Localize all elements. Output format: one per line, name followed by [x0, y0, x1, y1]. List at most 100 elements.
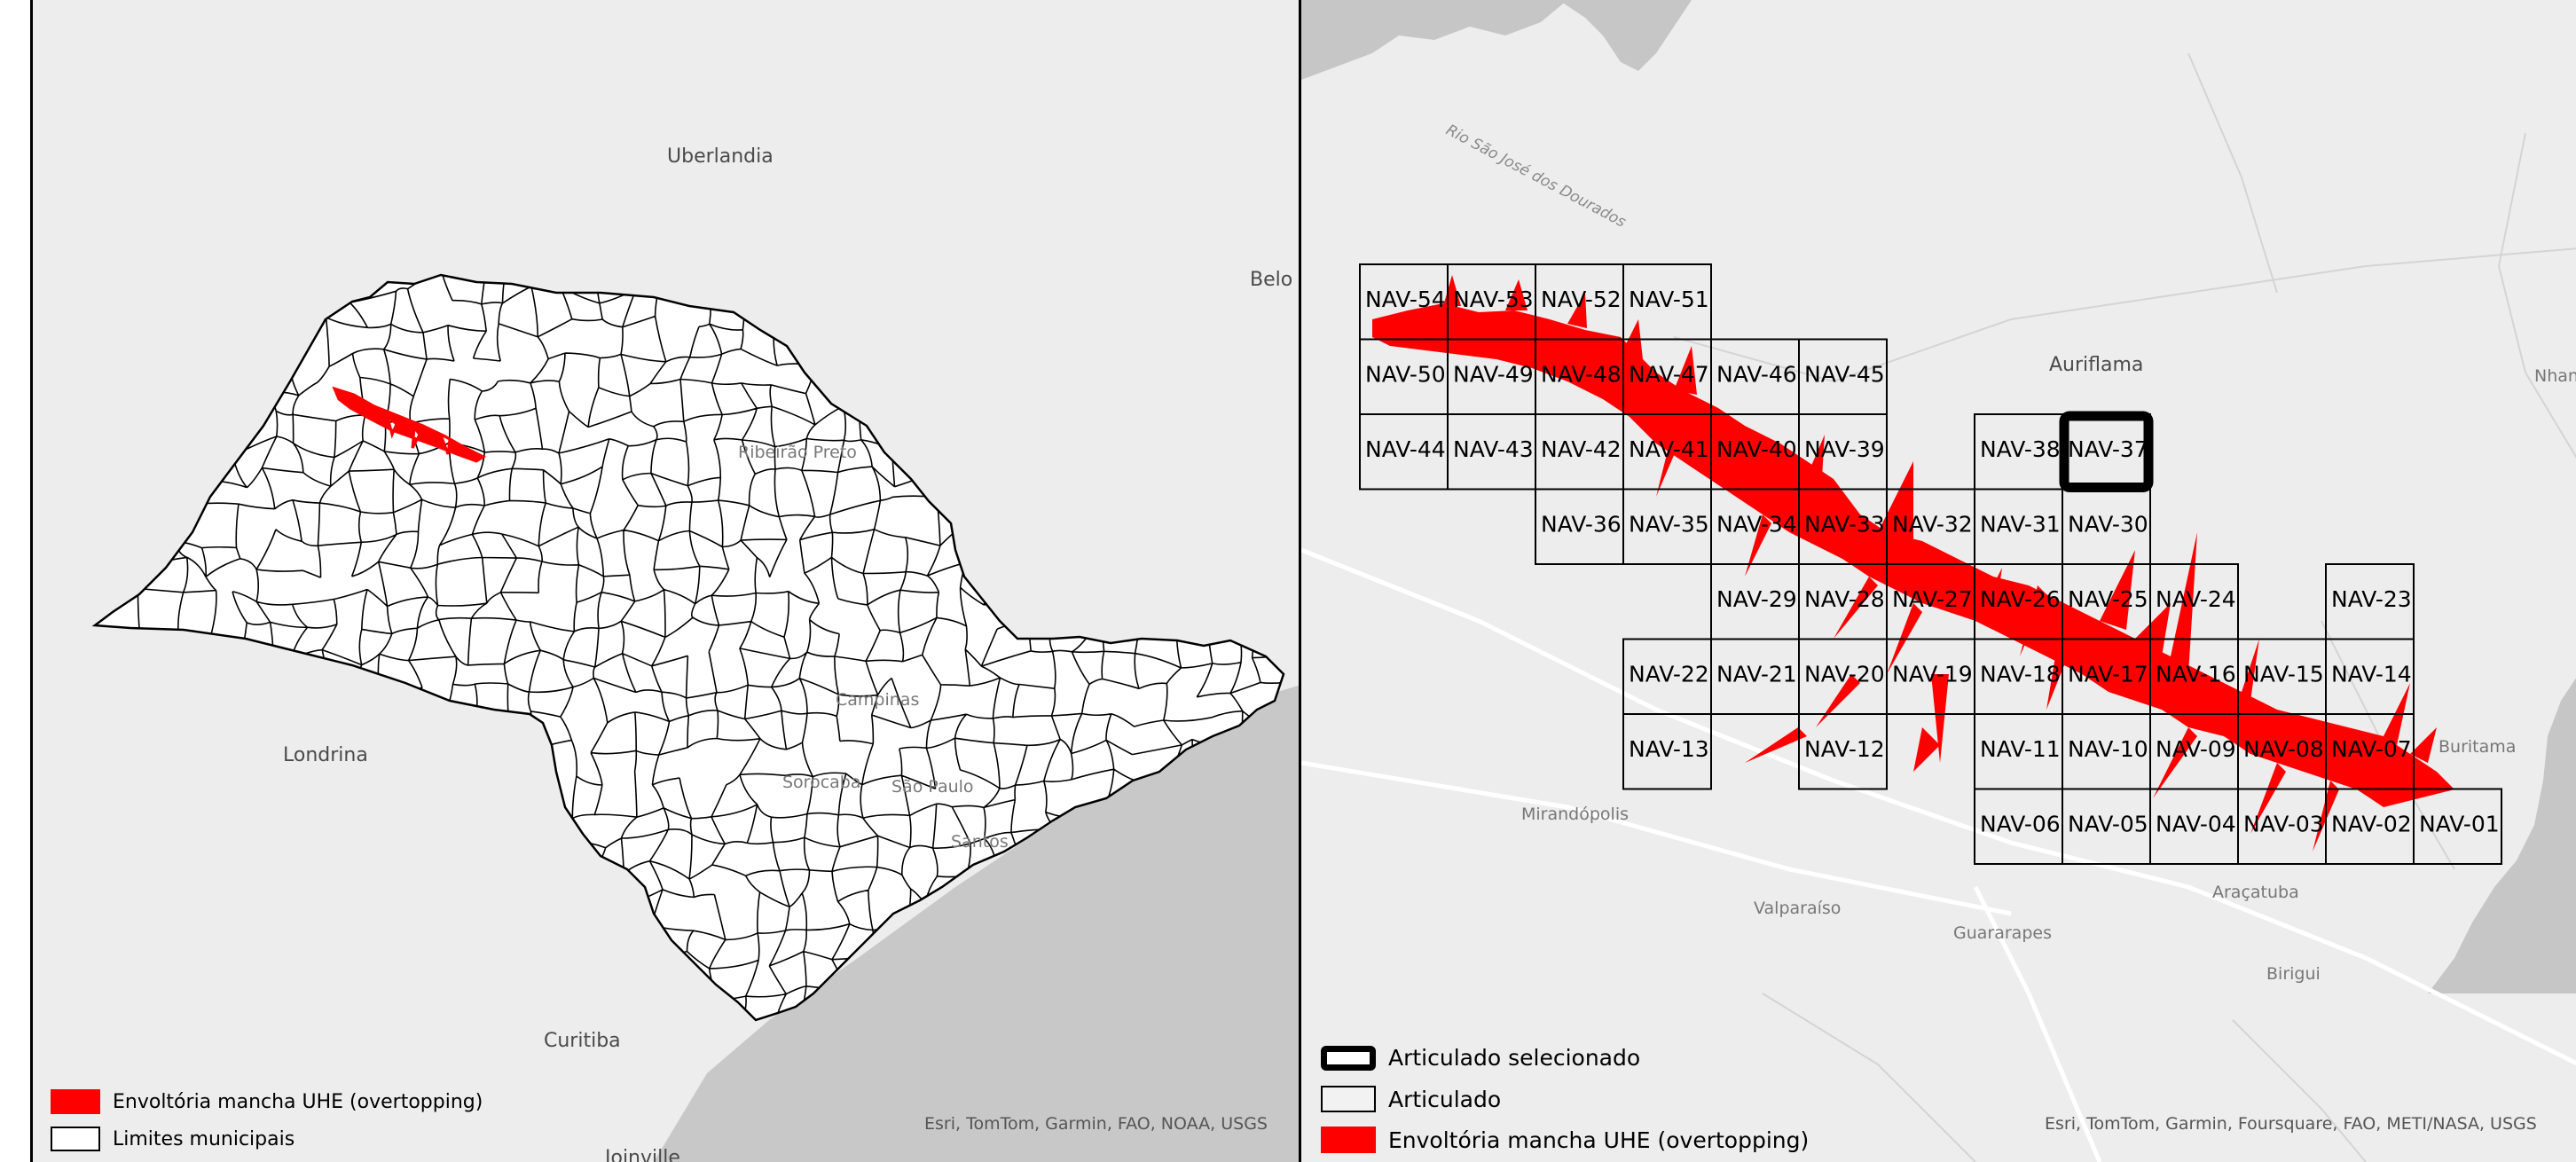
- tile-label: NAV-43: [1453, 436, 1534, 462]
- legend-swatch-tile: [1321, 1086, 1376, 1112]
- tile-label: NAV-10: [2068, 736, 2148, 762]
- tile-nav-23[interactable]: [2325, 563, 2415, 640]
- tile-label: NAV-13: [1629, 736, 1709, 762]
- city-label-joinville: Joinville: [603, 1147, 680, 1162]
- locator-map[interactable]: Uberlandia Ribeirão Preto Londrina Campi…: [30, 0, 1304, 1162]
- tile-label: NAV-12: [1804, 736, 1885, 762]
- tile-label: NAV-06: [1980, 812, 2061, 837]
- tile-nav-54[interactable]: [1359, 263, 1449, 341]
- tile-label: NAV-07: [2331, 736, 2412, 762]
- tile-label: NAV-09: [2156, 736, 2236, 762]
- legend-label: Envoltória mancha UHE (overtopping): [113, 1090, 483, 1113]
- tile-label: NAV-53: [1453, 287, 1534, 312]
- tile-label: NAV-39: [1804, 436, 1885, 462]
- ocean: [654, 684, 1301, 1162]
- tile-label: NAV-40: [1716, 436, 1797, 462]
- tile-label: NAV-54: [1365, 287, 1446, 312]
- tile-label: NAV-44: [1365, 436, 1446, 462]
- tile-label: NAV-33: [1804, 512, 1885, 538]
- reservoir-footprint: [332, 386, 487, 463]
- tile-label: NAV-51: [1629, 287, 1709, 312]
- legend-item-selected-tile: Articulado selecionado: [1321, 1045, 1640, 1071]
- tile-label: NAV-19: [1892, 662, 1973, 687]
- tile-label: NAV-28: [1804, 586, 1885, 612]
- city-label-ribeirao-preto: Ribeirão Preto: [738, 443, 857, 462]
- river-water-east: [2428, 678, 2576, 993]
- tile-label: NAV-26: [1980, 586, 2061, 612]
- city-label-uberlandia: Uberlandia: [667, 145, 774, 168]
- tile-label: NAV-29: [1716, 586, 1797, 612]
- legend-swatch-municipal: [51, 1127, 100, 1151]
- tile-label: NAV-41: [1629, 436, 1709, 462]
- legend-item-tile: Articulado: [1321, 1086, 1501, 1112]
- tile-index-map[interactable]: NAV-01 NAV-02 NAV-03 NAV-04 NAV-05 NAV-06 NAV-…: [1299, 0, 2576, 1162]
- tile-label: NAV-30: [2068, 512, 2148, 538]
- city-label-campinas: Campinas: [836, 690, 919, 710]
- tile-label: NAV-11: [1980, 736, 2061, 762]
- legend-swatch-selected: [1321, 1045, 1376, 1071]
- tile-label: NAV-14: [2331, 662, 2412, 687]
- city-label-aracatuba: Araçatuba: [2212, 883, 2299, 902]
- city-label-curitiba: Curitiba: [544, 1030, 621, 1052]
- legend-item-municipal: Limites municipais: [51, 1127, 295, 1151]
- basemap-attribution: Esri, TomTom, Garmin, FAO, NOAA, USGS: [924, 1114, 1268, 1134]
- tile-label: NAV-42: [1541, 436, 1622, 462]
- legend-label: Articulado selecionado: [1388, 1045, 1641, 1071]
- tile-label: NAV-05: [2068, 812, 2148, 837]
- tile-label: NAV-50: [1365, 362, 1446, 388]
- legend-label: Articulado: [1388, 1086, 1502, 1112]
- roads: [1301, 547, 2576, 1162]
- tile-label: NAV-18: [1980, 662, 2061, 687]
- tile-label: NAV-35: [1629, 512, 1709, 538]
- legend-item-reservoir: Envoltória mancha UHE (overtopping): [51, 1089, 483, 1114]
- city-label-mirandopolis: Mirandópolis: [1521, 805, 1629, 824]
- tile-label: NAV-47: [1629, 362, 1709, 388]
- tile-label: NAV-08: [2243, 736, 2324, 762]
- tile-label: NAV-02: [2331, 812, 2412, 837]
- tile-label: NAV-32: [1892, 512, 1973, 538]
- city-label-sao-paulo: São Paulo: [891, 777, 974, 797]
- legend-item-reservoir: Envoltória mancha UHE (overtopping): [1321, 1127, 1809, 1153]
- legend-swatch-reservoir: [51, 1089, 100, 1114]
- city-label-nhandeara: Nhandeara: [2534, 366, 2576, 386]
- tile-label: NAV-52: [1541, 287, 1622, 312]
- basemap-attribution: Esri, TomTom, Garmin, Foursquare, FAO, M…: [2045, 1114, 2537, 1134]
- tile-nav-22[interactable]: [1622, 638, 1712, 715]
- city-label-sorocaba: Sorocaba: [782, 773, 861, 792]
- tile-label: NAV-15: [2243, 662, 2324, 687]
- tile-label: NAV-45: [1804, 362, 1885, 388]
- city-label-londrina: Londrina: [283, 744, 368, 766]
- tile-label: NAV-38: [1980, 436, 2061, 462]
- reservoir-footprint: [1372, 303, 2454, 807]
- tile-label: NAV-04: [2156, 812, 2236, 837]
- city-label-valparaiso: Valparaíso: [1754, 899, 1841, 918]
- tile-label: NAV-49: [1453, 362, 1534, 388]
- selected-tile-highlight[interactable]: [2059, 411, 2154, 492]
- tile-label: NAV-31: [1980, 512, 2061, 538]
- tile-label: NAV-37: [2068, 436, 2148, 462]
- tile-label: NAV-16: [2156, 662, 2236, 687]
- city-label-guararapes: Guararapes: [1953, 923, 2052, 943]
- tile-label: NAV-23: [2331, 586, 2412, 612]
- city-label-belo-horizonte: Belo Horizonte: [1250, 269, 1304, 291]
- locator-map-canvas: Uberlandia Ribeirão Preto Londrina Campi…: [91, 145, 1304, 1162]
- legend-label: Envoltória mancha UHE (overtopping): [1388, 1127, 1810, 1153]
- legend-swatch-reservoir: [1321, 1127, 1376, 1153]
- river-label: Rio São José dos Dourados: [1443, 122, 1630, 232]
- tile-label: NAV-22: [1629, 662, 1709, 687]
- tile-label: NAV-03: [2243, 812, 2324, 837]
- tile-label: NAV-24: [2156, 586, 2236, 612]
- tile-label: NAV-01: [2419, 812, 2500, 837]
- tile-label: NAV-21: [1716, 662, 1797, 687]
- tile-grid: NAV-01 NAV-02 NAV-03 NAV-04 NAV-05 NAV-06 NAV-…: [1359, 263, 2502, 865]
- tile-label: NAV-27: [1892, 586, 1973, 612]
- reservoir-water-northwest: [1559, 0, 1692, 71]
- tile-label: NAV-17: [2068, 662, 2148, 687]
- city-label-buritama: Buritama: [2439, 737, 2516, 757]
- city-label-santos: Santos: [951, 832, 1009, 852]
- reservoir-water-north: [1301, 0, 1567, 80]
- tile-index-canvas: NAV-01 NAV-02 NAV-03 NAV-04 NAV-05 NAV-06 NAV-…: [1301, 0, 2576, 1162]
- tile-label: NAV-46: [1716, 362, 1797, 388]
- legend-label: Limites municipais: [113, 1127, 295, 1150]
- tile-label: NAV-36: [1541, 512, 1622, 538]
